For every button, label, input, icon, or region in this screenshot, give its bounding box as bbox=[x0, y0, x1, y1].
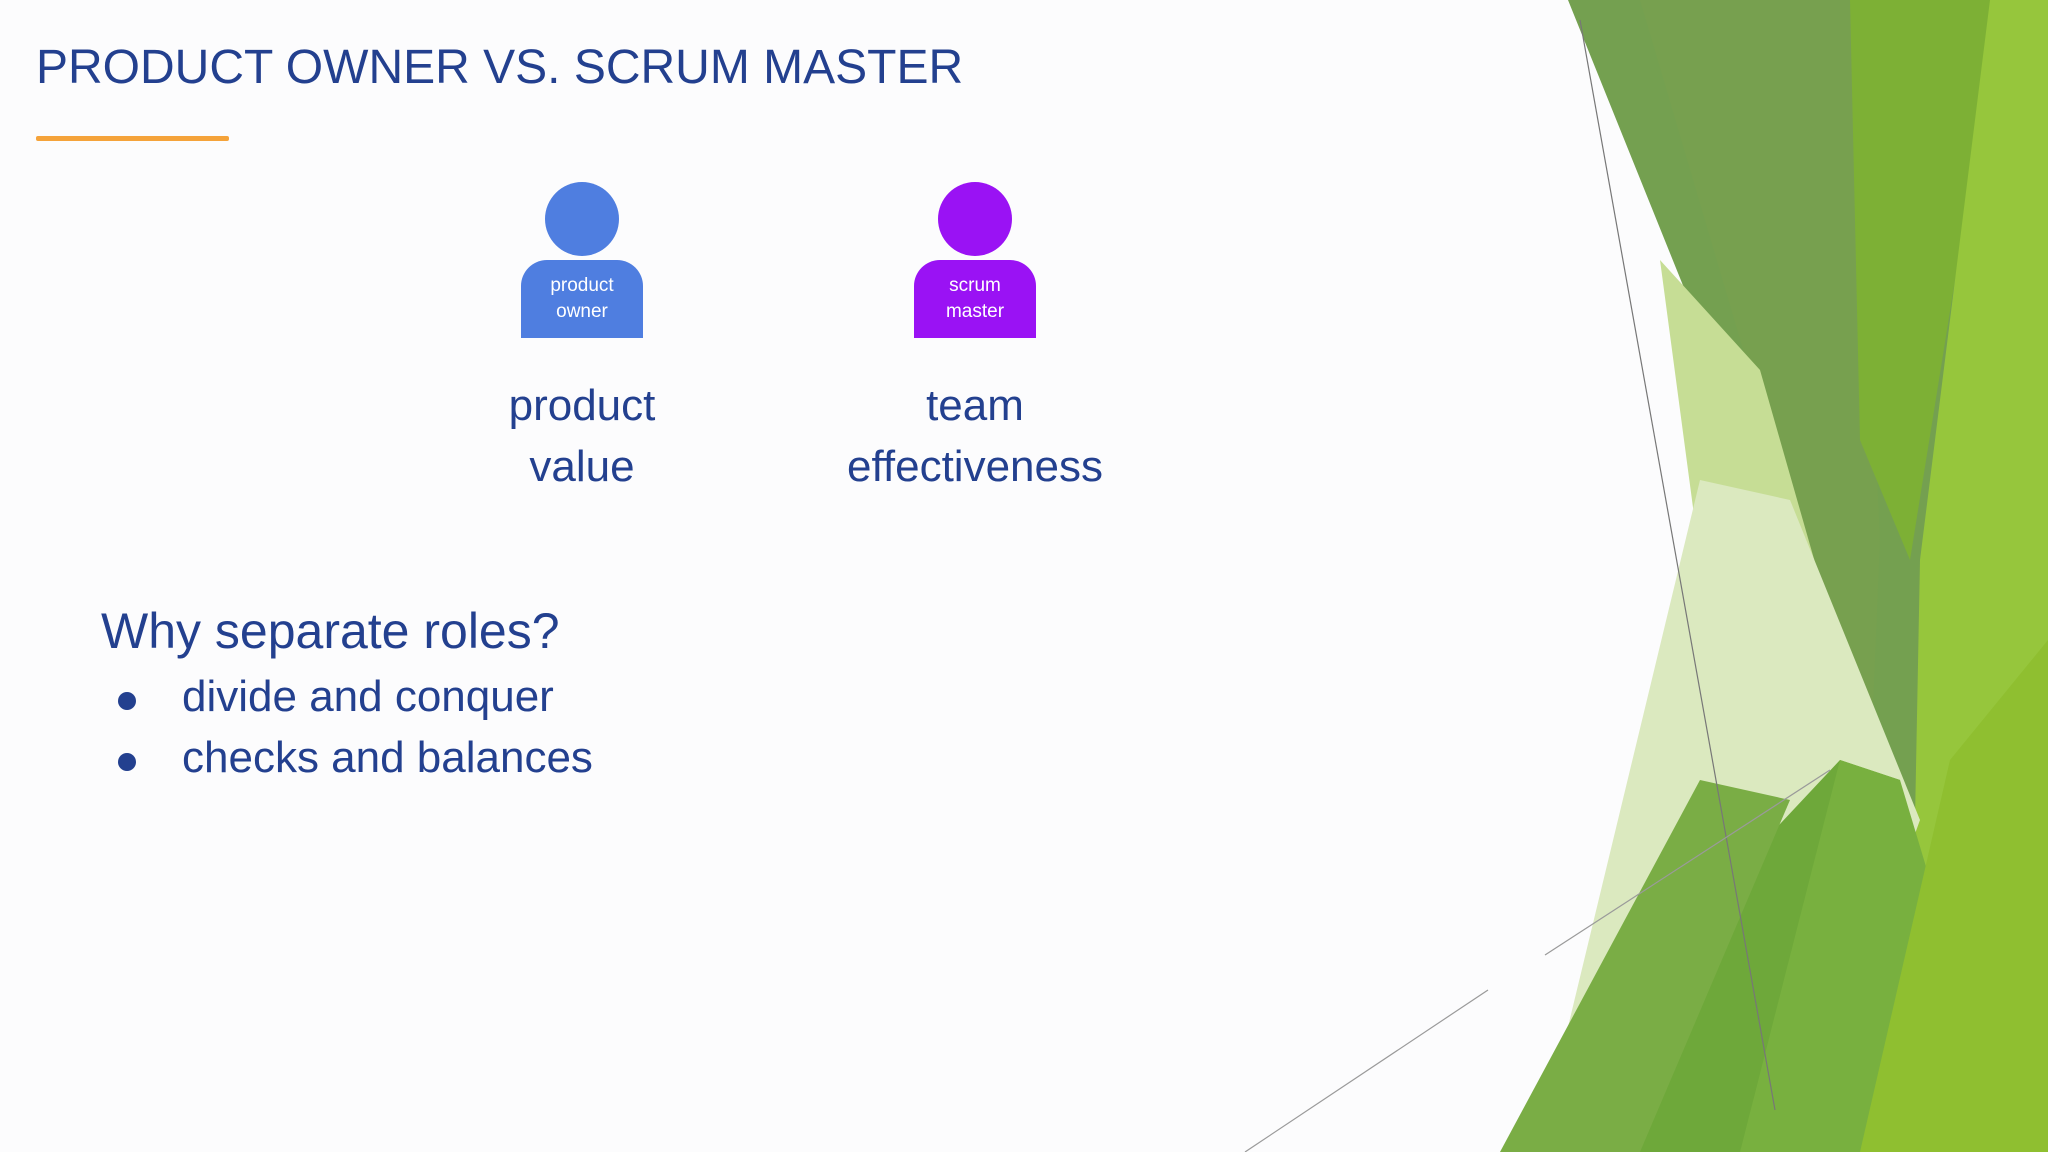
why-heading: Why separate roles? bbox=[101, 603, 560, 659]
caption-line: product bbox=[508, 381, 656, 430]
caption-line: effectiveness bbox=[846, 442, 1103, 491]
bullet-dot-icon bbox=[118, 753, 136, 771]
caption-line: value bbox=[529, 442, 635, 491]
person-body-badge: scrum master bbox=[914, 260, 1036, 338]
title-underline bbox=[36, 136, 229, 141]
person-head bbox=[545, 182, 619, 256]
product-owner-caption: product value bbox=[452, 375, 712, 497]
bullet-text: divide and conquer bbox=[182, 672, 554, 721]
slide-title: PRODUCT OWNER VS. SCRUM MASTER bbox=[36, 41, 964, 94]
badge-line: product bbox=[550, 275, 614, 296]
badge-line: master bbox=[945, 301, 1005, 322]
person-head bbox=[938, 182, 1012, 256]
why-bullet-list: divide and conquer checks and balances bbox=[110, 666, 593, 788]
badge-line: owner bbox=[556, 301, 608, 322]
bullet-item: checks and balances bbox=[110, 727, 593, 788]
scrum-master-caption: team effectiveness bbox=[815, 375, 1135, 497]
bullet-dot-icon bbox=[118, 692, 136, 710]
bullet-item: divide and conquer bbox=[110, 666, 593, 727]
caption-line: team bbox=[926, 381, 1024, 430]
badge-line: scrum bbox=[949, 275, 1001, 296]
scrum-master-person-icon: scrum master bbox=[914, 182, 1036, 338]
person-body-badge: product owner bbox=[521, 260, 643, 338]
product-owner-person-icon: product owner bbox=[521, 182, 643, 338]
bullet-text: checks and balances bbox=[182, 733, 593, 782]
